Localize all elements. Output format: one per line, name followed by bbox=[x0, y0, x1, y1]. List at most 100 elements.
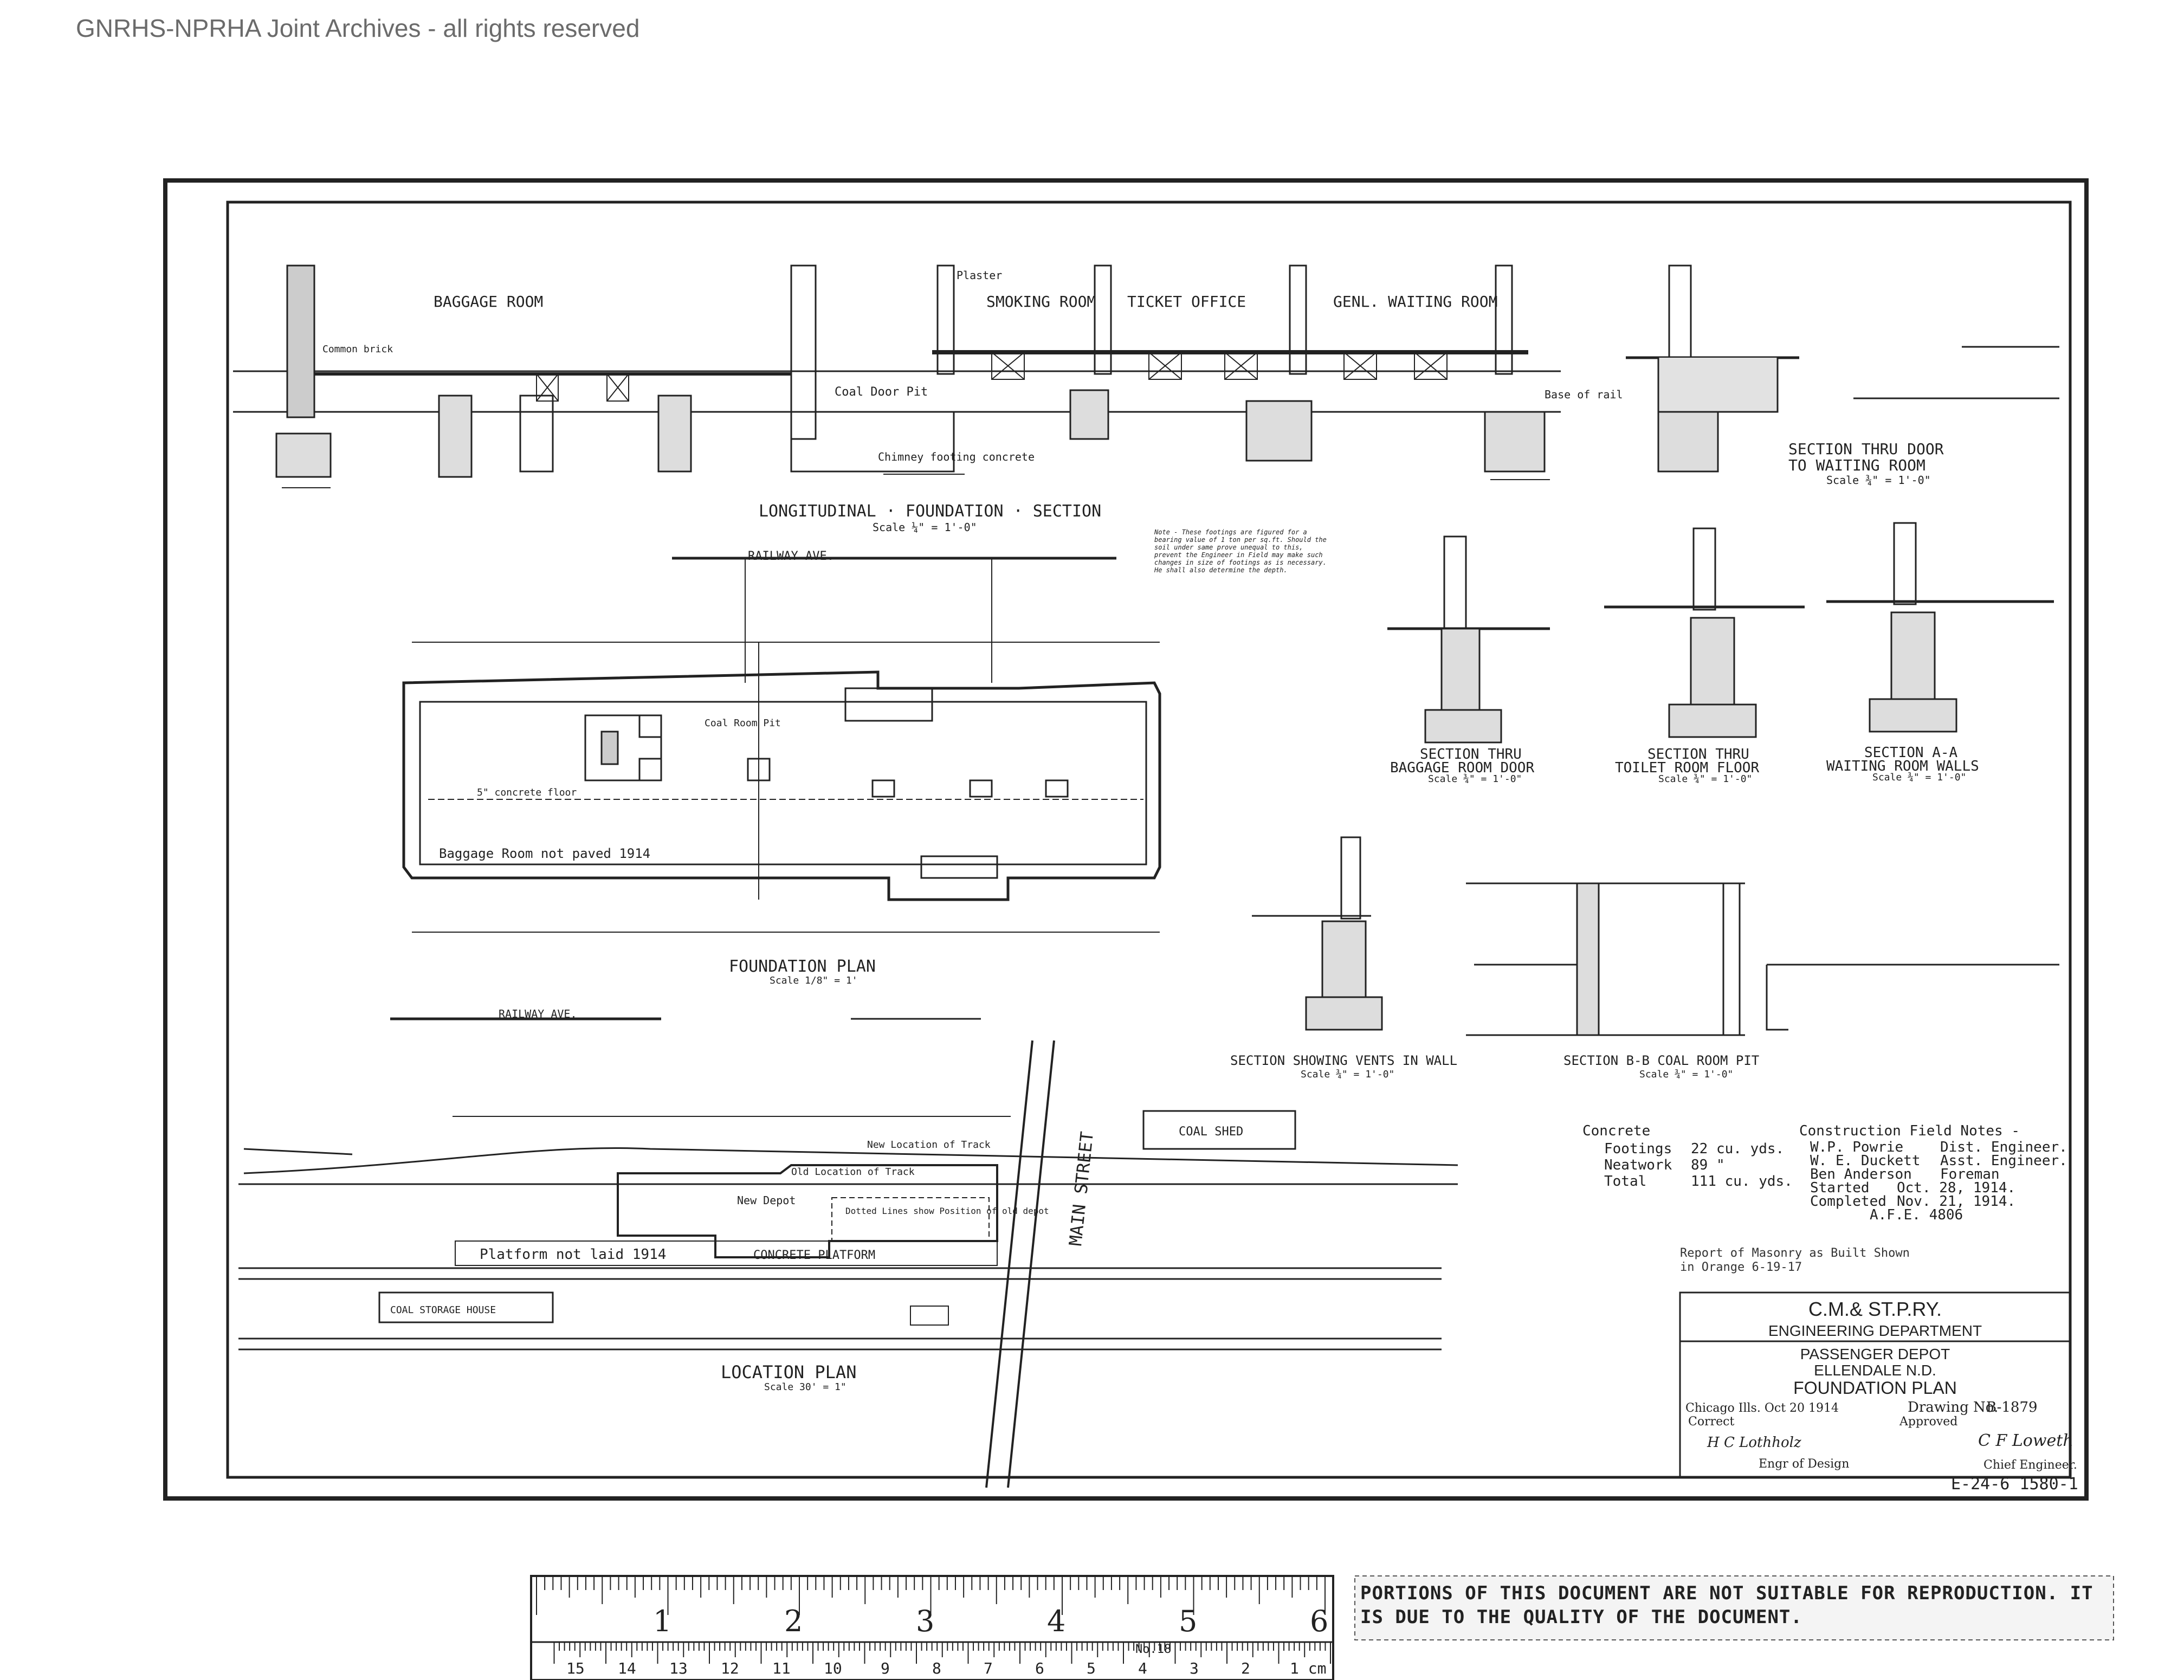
archive-watermark: GNRHS-NPRHA Joint Archives - all rights … bbox=[76, 14, 639, 42]
section-door-title: SECTION THRU DOOR bbox=[1788, 440, 1944, 458]
ruler-inch-label: 3 bbox=[916, 1604, 934, 1638]
ruler-cm-label: 7 bbox=[984, 1659, 993, 1677]
concrete-quantities: Concrete Footings 22 cu. yds. Neatwork 8… bbox=[1582, 1123, 1793, 1190]
section-bb-scale: Scale ¾" = 1'-0" bbox=[1639, 1069, 1733, 1080]
field-notes-name: W.P. Powrie bbox=[1810, 1139, 1903, 1155]
signature-chief-engineer: C F Loweth bbox=[1978, 1431, 2073, 1450]
title-correct-label: Correct bbox=[1688, 1415, 1734, 1429]
room-label-smoking: SMOKING ROOM bbox=[986, 293, 1096, 311]
label-platform-not-laid: Platform not laid 1914 bbox=[480, 1246, 666, 1263]
ruler-cm-label: 3 bbox=[1190, 1659, 1199, 1677]
field-notes-role: Foreman bbox=[1940, 1166, 2000, 1183]
signature-engr-design: H C Lothholz bbox=[1707, 1435, 1801, 1451]
section-baggage-title: SECTION THRU bbox=[1420, 746, 1522, 763]
label-new-depot: New Depot bbox=[737, 1194, 796, 1207]
label-coal-storage-house: COAL STORAGE HOUSE bbox=[390, 1304, 496, 1316]
title-drawing-number: B-1879 bbox=[1986, 1399, 2038, 1416]
foundation-plan-street: RAILWAY AVE. bbox=[748, 550, 834, 563]
concrete-row-value: 89 " bbox=[1691, 1157, 1725, 1173]
field-notes-name: W. E. Duckett bbox=[1810, 1153, 1921, 1169]
label-coal-room-pit: Coal Room Pit bbox=[705, 718, 781, 729]
title-chief-engineer: Chief Engineer. bbox=[1983, 1458, 2077, 1472]
scale-ruler: 1 2 3 4 5 6 1 cm 2 3 4 5 6 7 8 9 10 11 1… bbox=[530, 1575, 1334, 1680]
section-door-scale: Scale ¾" = 1'-0" bbox=[1826, 474, 1931, 487]
ruler-inch-label: 6 bbox=[1310, 1604, 1328, 1638]
label-baggage-not-paved: Baggage Room not paved 1914 bbox=[439, 846, 650, 861]
title-block bbox=[1679, 1291, 2071, 1478]
masonry-note-text: Report of Masonry as Built Shown in Oran… bbox=[1680, 1246, 1910, 1274]
ruler-inch-label: 5 bbox=[1179, 1604, 1197, 1638]
quality-notice-text: PORTIONS OF THIS DOCUMENT ARE NOT SUITAB… bbox=[1360, 1582, 2093, 1628]
ruler-cm-label: 15 bbox=[566, 1659, 585, 1677]
longitudinal-section-scale: Scale ¼" = 1'-0" bbox=[873, 521, 977, 534]
section-bb-title: SECTION B-B COAL ROOM PIT bbox=[1563, 1053, 1759, 1068]
section-baggage-room-door bbox=[1387, 535, 1550, 744]
quality-notice bbox=[1354, 1575, 2114, 1640]
drawing-border bbox=[226, 201, 2072, 1479]
foundation-plan-scale: Scale 1/8" = 1' bbox=[770, 975, 858, 986]
ruler-cm-label: 8 bbox=[932, 1659, 941, 1677]
title-approved-label: Approved bbox=[1899, 1415, 1957, 1429]
title-railway: C.M.& ST.P.RY. bbox=[1808, 1298, 1942, 1320]
section-vents-title: SECTION SHOWING VENTS IN WALL bbox=[1230, 1053, 1457, 1068]
section-baggage-subtitle: BAGGAGE ROOM DOOR bbox=[1390, 760, 1534, 776]
concrete-row-value: 111 cu. yds. bbox=[1691, 1173, 1793, 1190]
field-notes-role: Oct. 28, 1914. bbox=[1897, 1180, 2015, 1196]
location-plan-scale: Scale 30' = 1" bbox=[764, 1381, 847, 1393]
concrete-row-label: Footings bbox=[1604, 1141, 1672, 1157]
field-notes-role: Asst. Engineer. bbox=[1940, 1153, 2067, 1169]
concrete-heading: Concrete bbox=[1582, 1123, 1650, 1139]
quality-notice-box: PORTIONS OF THIS DOCUMENT ARE NOT SUITAB… bbox=[1360, 1582, 2093, 1628]
title-sheet: FOUNDATION PLAN bbox=[1793, 1378, 1957, 1398]
label-concrete-floor: 5" concrete floor bbox=[477, 787, 577, 798]
ruler-cm-label: 11 bbox=[772, 1659, 791, 1677]
section-thru-door-waiting-room bbox=[1626, 264, 2059, 473]
title-date: Chicago Ills. Oct 20 1914 bbox=[1685, 1401, 1839, 1415]
section-vents-scale: Scale ¾" = 1'-0" bbox=[1301, 1069, 1394, 1080]
foundation-plan bbox=[402, 557, 1161, 933]
section-aa-title: SECTION A-A bbox=[1864, 745, 1958, 761]
ruler-inch-label: 1 bbox=[653, 1604, 671, 1638]
section-toilet-scale: Scale ¾" = 1'-0" bbox=[1658, 773, 1752, 785]
label-base-of-rail: Base of rail bbox=[1545, 388, 1623, 401]
ruler-cm-label: 6 bbox=[1035, 1659, 1044, 1677]
concrete-row-label: Neatwork bbox=[1604, 1157, 1672, 1173]
label-coal-door-pit: Coal Door Pit bbox=[835, 385, 928, 399]
location-plan bbox=[238, 1017, 1458, 1488]
field-notes-role: Nov. 21, 1914. bbox=[1897, 1193, 2015, 1210]
section-baggage-scale: Scale ¾" = 1'-0" bbox=[1428, 773, 1522, 785]
masonry-note: Report of Masonry as Built Shown in Oran… bbox=[1680, 1246, 1910, 1274]
label-common-brick: Common brick bbox=[322, 344, 393, 355]
label-main-street: MAIN STREET bbox=[1065, 1130, 1097, 1247]
title-engr-design: Engr of Design bbox=[1759, 1457, 1849, 1471]
section-aa-waiting-room-walls bbox=[1826, 522, 2054, 733]
title-location: ELLENDALE N.D. bbox=[1814, 1362, 1936, 1379]
section-toilet-title: SECTION THRU bbox=[1647, 746, 1749, 763]
concrete-row-value: 22 cu. yds. bbox=[1691, 1141, 1784, 1157]
ruler-cm-label: 14 bbox=[618, 1659, 636, 1677]
field-notes-name: Completed bbox=[1810, 1193, 1886, 1210]
ruler-cm-label: 1 cm bbox=[1290, 1659, 1326, 1677]
label-old-track: Old Location of Track bbox=[791, 1166, 915, 1178]
location-plan-title: LOCATION PLAN bbox=[721, 1362, 856, 1382]
title-project: PASSENGER DEPOT bbox=[1800, 1346, 1950, 1362]
room-label-baggage: BAGGAGE ROOM bbox=[434, 293, 543, 311]
title-block-text: C.M.& ST.P.RY. ENGINEERING DEPARTMENT PA… bbox=[1685, 1298, 2078, 1494]
ruler-cm-label: 5 bbox=[1087, 1659, 1096, 1677]
room-label-ticket-office: TICKET OFFICE bbox=[1127, 293, 1246, 311]
location-plan-street: RAILWAY AVE. bbox=[499, 1007, 577, 1020]
field-notes-afe: A.F.E. 4806 bbox=[1870, 1207, 1963, 1223]
ruler-inch-label: 4 bbox=[1047, 1604, 1065, 1638]
ruler-cm-label: 9 bbox=[881, 1659, 890, 1677]
field-notes-name: Started bbox=[1810, 1180, 1870, 1196]
label-chimney-footing: Chimney footing concrete bbox=[878, 450, 1035, 463]
ruler-cm-label: 10 bbox=[824, 1659, 842, 1677]
ruler-maker: No.18 bbox=[1135, 1643, 1171, 1656]
field-notes-name: Ben Anderson bbox=[1810, 1166, 1912, 1183]
ruler-cm-label: 12 bbox=[721, 1659, 739, 1677]
sheet-outer-border bbox=[163, 178, 2089, 1501]
ruler-cm-label: 4 bbox=[1138, 1659, 1147, 1677]
title-file-number: E-24-6 1580-1 bbox=[1951, 1475, 2078, 1494]
